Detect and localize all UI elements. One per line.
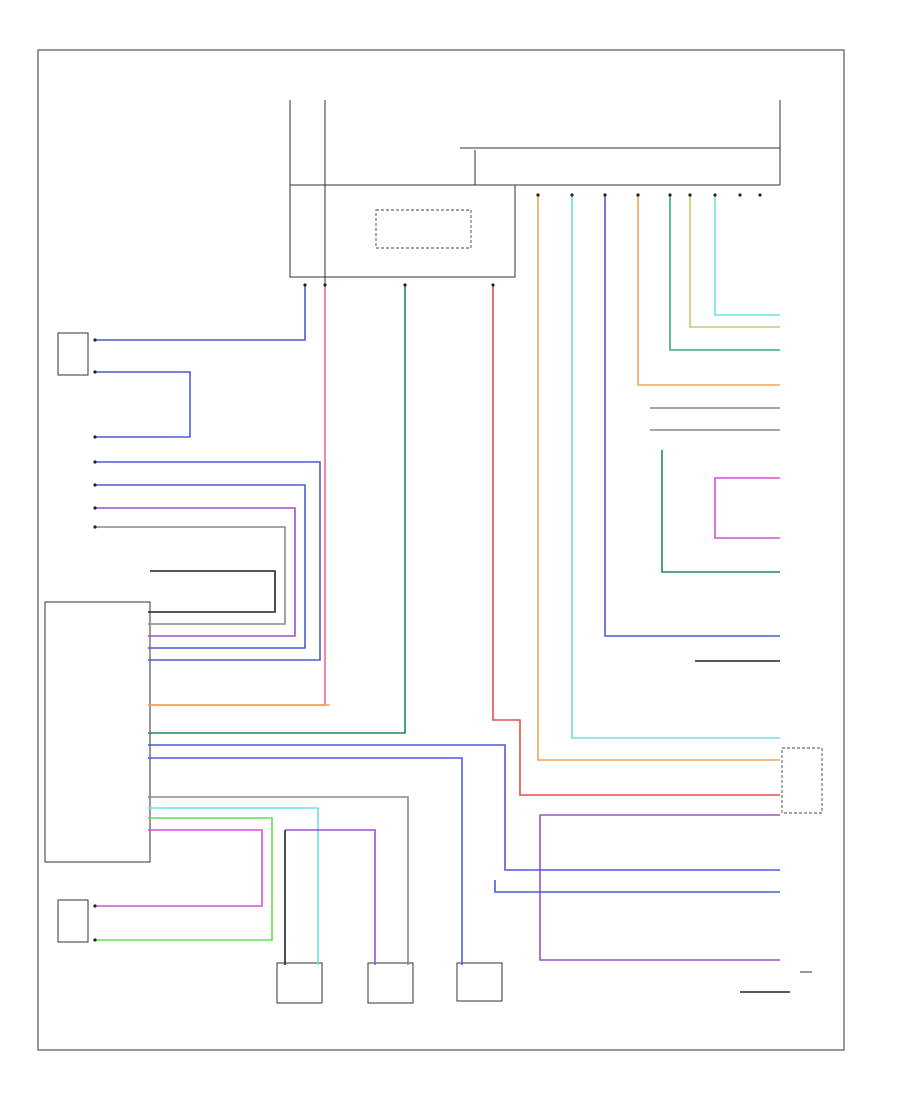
wire-blue-lower-c xyxy=(494,880,780,893)
wire-magenta-loop xyxy=(714,477,780,539)
wire-teal-right xyxy=(669,195,780,351)
wire-left-blue-b xyxy=(95,484,306,649)
connector-pins xyxy=(93,193,762,942)
wire-lime-lower xyxy=(95,817,273,941)
junction-box xyxy=(289,100,516,295)
wire-lime-right xyxy=(689,195,780,328)
wire-blue-lower-a xyxy=(148,744,780,871)
wire-red-right xyxy=(492,285,780,796)
left-switch-top xyxy=(57,332,89,376)
left-switch-bottom xyxy=(57,899,89,943)
wire-gray-lower-a xyxy=(148,796,409,965)
wire-blue-lower-b xyxy=(148,757,463,965)
wire-left-purple xyxy=(95,507,296,637)
wire-left-blue-a xyxy=(95,461,321,661)
diagram-frame xyxy=(37,49,845,1051)
wire-pink-main xyxy=(148,285,326,706)
wire-green-right xyxy=(661,450,780,573)
top-connector-row xyxy=(460,100,781,186)
wire-cyan xyxy=(571,195,780,739)
wire-left-black xyxy=(148,570,276,613)
wire-magenta-lower xyxy=(95,829,263,907)
wire-orange xyxy=(537,195,780,761)
wire-blue-right xyxy=(604,195,780,637)
wire-purple-bottom xyxy=(539,814,780,961)
wire-purple-lower xyxy=(285,829,376,965)
left-connector-block xyxy=(44,601,151,863)
wire-left-gray xyxy=(95,526,286,625)
wire-cyan-lower xyxy=(148,807,319,965)
right-relay xyxy=(781,747,823,814)
sensor-box-3 xyxy=(456,962,503,1002)
wire-blue-switch xyxy=(95,285,306,341)
sensor-box-2 xyxy=(367,962,414,1004)
wire-blue-2 xyxy=(95,371,191,438)
wire-orange-right xyxy=(637,195,780,386)
wire-cyan-right xyxy=(714,195,780,316)
sensor-box-1 xyxy=(276,962,323,1004)
wire-green-center xyxy=(148,285,406,734)
